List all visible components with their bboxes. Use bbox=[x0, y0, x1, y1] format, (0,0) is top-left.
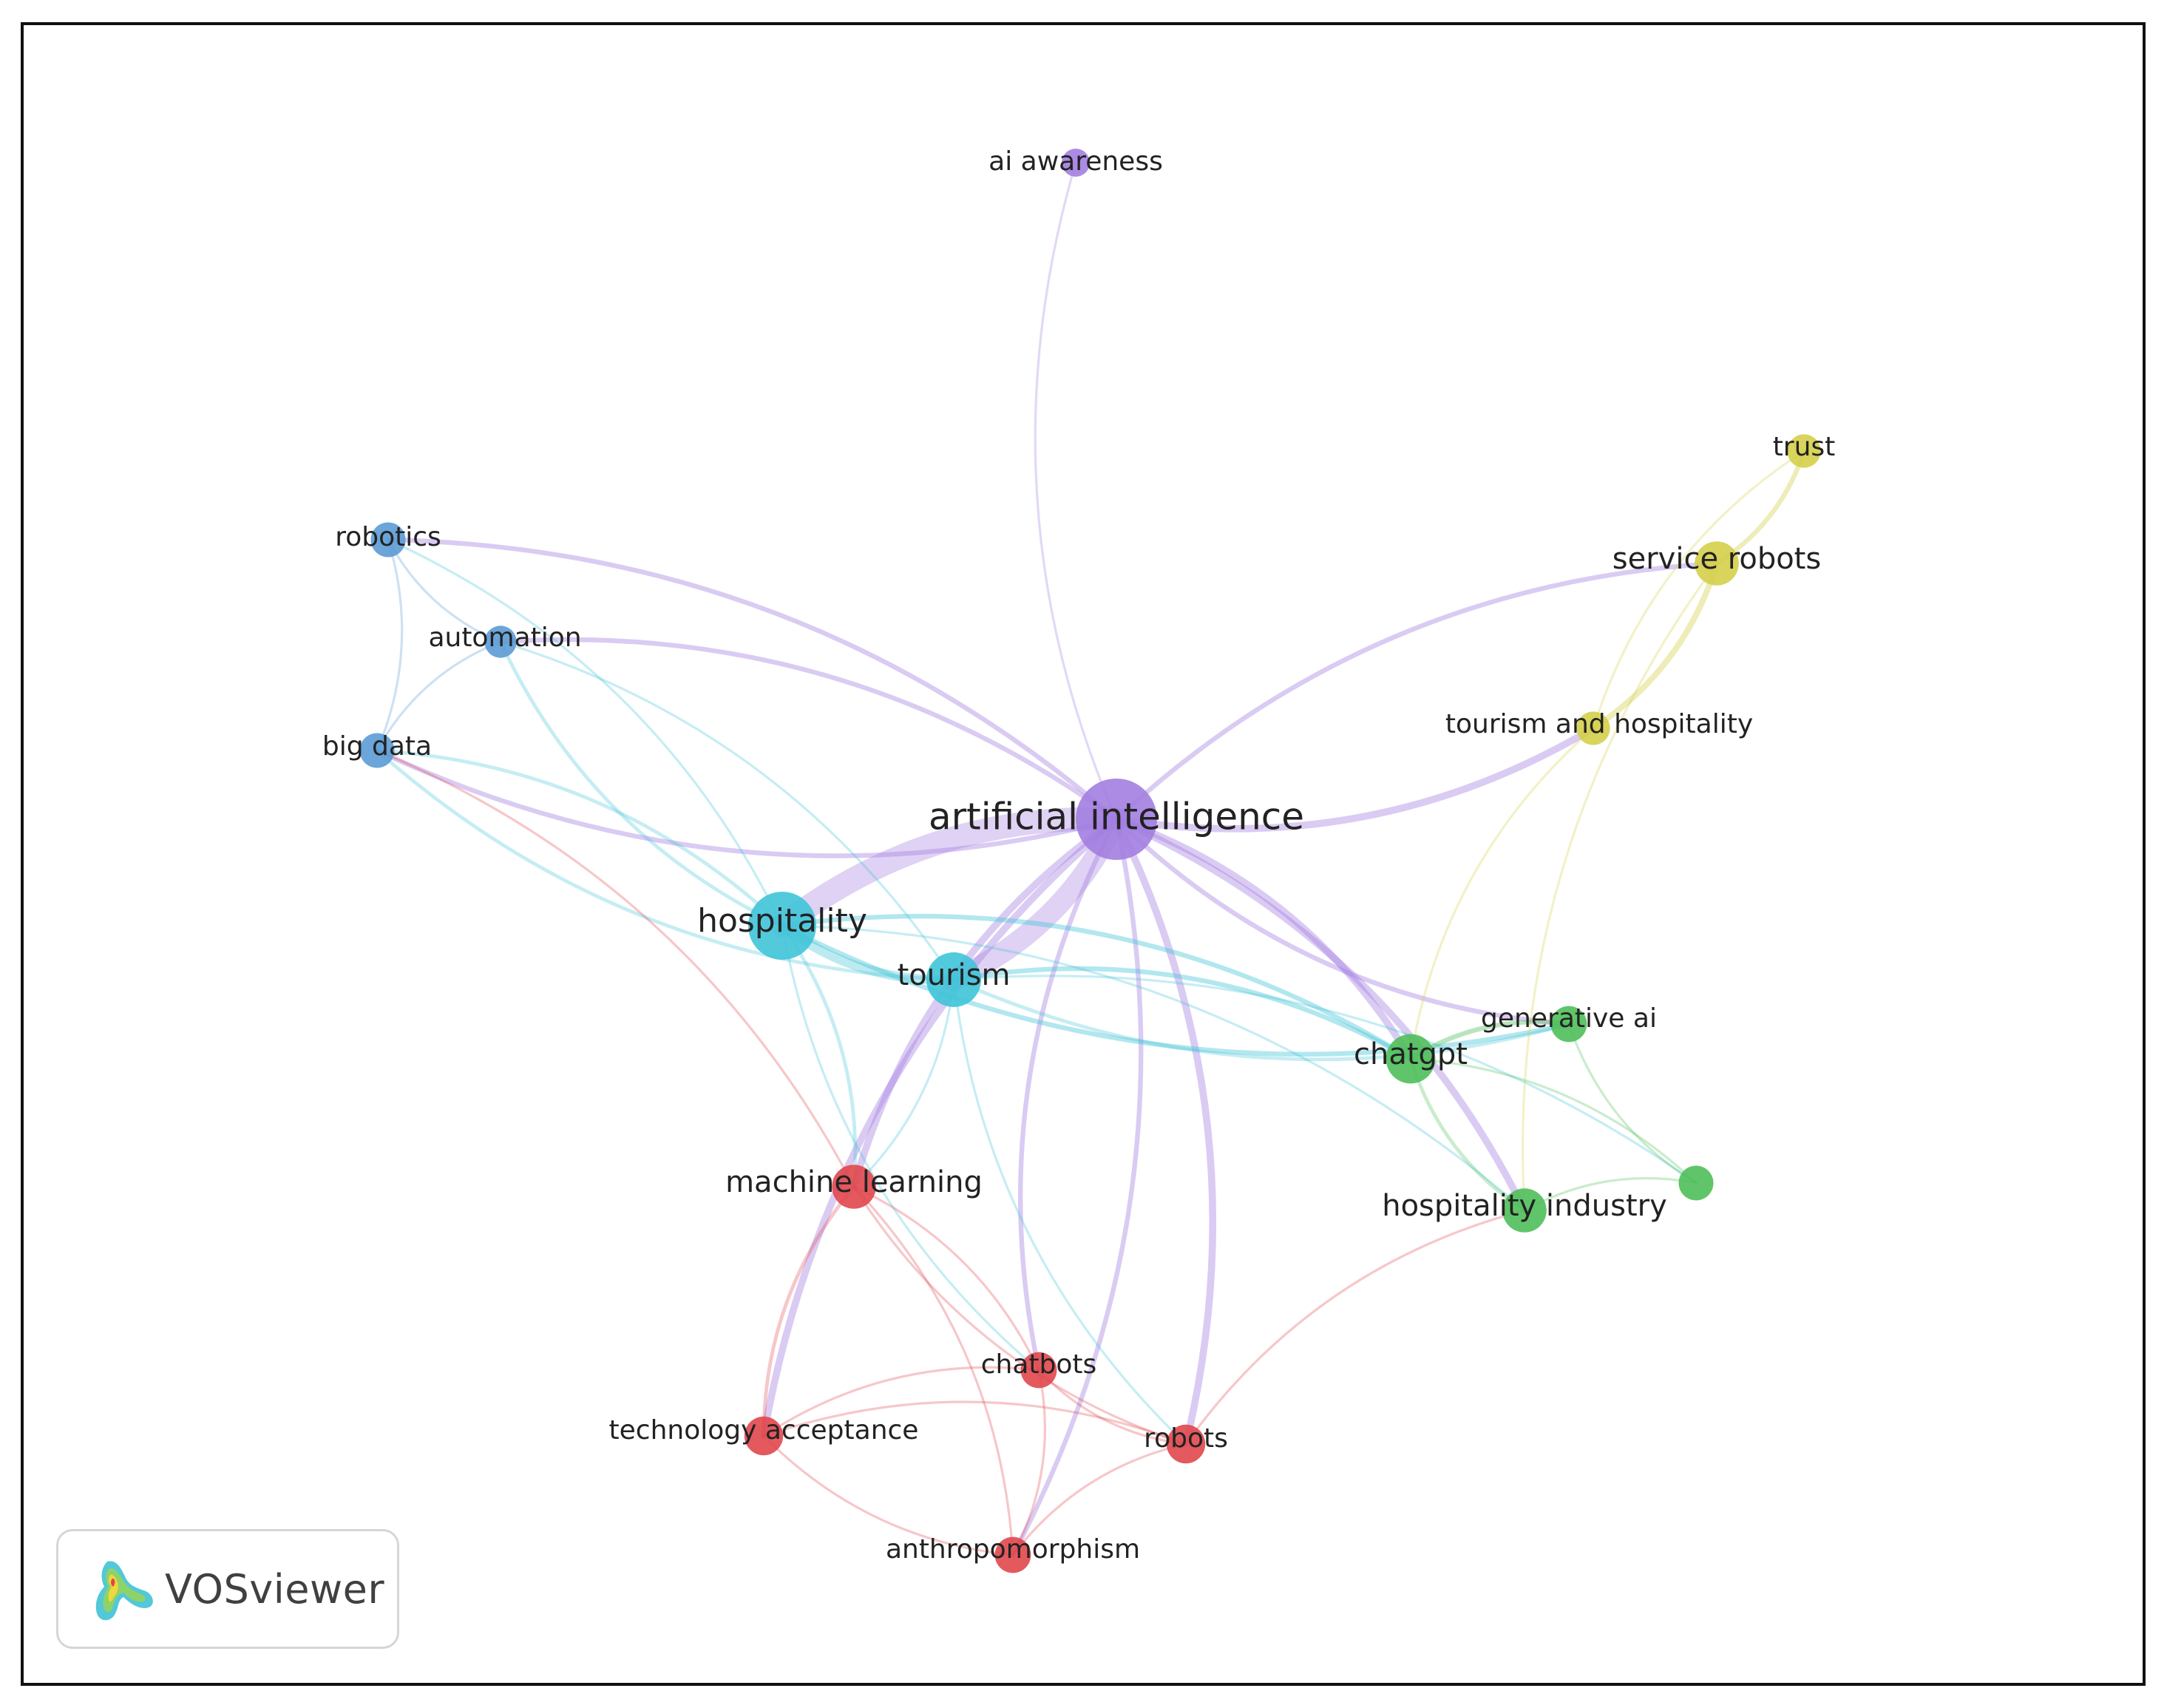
label-technology-acceptance[interactable]: technology acceptance bbox=[609, 1415, 919, 1446]
edge-artificial-intelligence-automation bbox=[498, 637, 1119, 822]
edge-hospitality-machine-learning bbox=[780, 924, 858, 1189]
edge-artificial-intelligence-chatbots bbox=[1018, 816, 1119, 1373]
edge-artificial-intelligence-ai-awareness bbox=[1034, 161, 1118, 821]
node-hospitality[interactable] bbox=[748, 892, 816, 960]
diagram-frame bbox=[21, 22, 2146, 1686]
node-robotics[interactable] bbox=[370, 522, 406, 558]
node-service-robots[interactable] bbox=[1695, 541, 1739, 586]
node-tourism-and-hospitality[interactable] bbox=[1576, 711, 1610, 745]
edge-artificial-intelligence-hospitality-industry bbox=[1113, 816, 1528, 1214]
edge-machine-learning-robots bbox=[852, 1185, 1187, 1446]
label-artificial-intelligence[interactable]: artificial intelligence bbox=[929, 796, 1304, 838]
edge-machine-learning-anthropomorphism bbox=[852, 1185, 1014, 1556]
edge-hospitality-automation bbox=[498, 640, 784, 928]
edge-generative-ai-unlabeled-green bbox=[1567, 1023, 1698, 1185]
edge-robotics-big-data bbox=[376, 538, 404, 752]
edge-artificial-intelligence-hospitality bbox=[770, 807, 1128, 938]
edge-chatbots-anthropomorphism bbox=[1011, 1369, 1046, 1556]
node-machine-learning[interactable] bbox=[832, 1165, 876, 1209]
edge-artificial-intelligence-service-robots bbox=[1113, 560, 1720, 822]
edge-hospitality-hospitality-industry bbox=[781, 924, 1526, 1212]
edge-chatgpt-hospitality-industry bbox=[1408, 1057, 1527, 1213]
node-robots[interactable] bbox=[1166, 1424, 1206, 1464]
edges-layer bbox=[374, 161, 1807, 1558]
node-anthropomorphism[interactable] bbox=[994, 1536, 1031, 1573]
edge-service-robots-tourism-and-hospitality bbox=[1590, 560, 1720, 731]
label-hospitality[interactable]: hospitality bbox=[697, 902, 867, 940]
node-ai-awareness[interactable] bbox=[1062, 149, 1090, 177]
label-big-data[interactable]: big data bbox=[322, 731, 432, 762]
edge-artificial-intelligence-technology-acceptance bbox=[760, 816, 1120, 1440]
label-machine-learning[interactable]: machine learning bbox=[725, 1165, 983, 1199]
edge-hospitality-chatbots bbox=[781, 924, 1040, 1372]
label-service-robots[interactable]: service robots bbox=[1612, 542, 1821, 576]
label-robots[interactable]: robots bbox=[1144, 1423, 1228, 1454]
edge-technology-acceptance-chatbots bbox=[762, 1366, 1040, 1437]
label-trust[interactable]: trust bbox=[1773, 432, 1836, 462]
node-chatbots[interactable] bbox=[1020, 1352, 1057, 1389]
vosviewer-logo: VOSviewer bbox=[56, 1529, 399, 1649]
label-chatgpt[interactable]: chatgpt bbox=[1354, 1037, 1468, 1071]
edge-robots-anthropomorphism bbox=[1011, 1443, 1187, 1556]
node-generative-ai[interactable] bbox=[1550, 1006, 1587, 1043]
edge-hospitality-generative-ai bbox=[779, 923, 1572, 1057]
edge-technology-acceptance-robots bbox=[762, 1400, 1187, 1446]
node-unlabeled-green[interactable] bbox=[1678, 1165, 1714, 1201]
label-anthropomorphism[interactable]: anthropomorphism bbox=[886, 1534, 1140, 1565]
edge-service-robots-hospitality-industry bbox=[1522, 562, 1718, 1212]
label-robotics[interactable]: robotics bbox=[335, 522, 441, 552]
edge-tourism-automation bbox=[499, 640, 955, 981]
edge-robots-hospitality-industry bbox=[1184, 1209, 1526, 1446]
label-generative-ai[interactable]: generative ai bbox=[1481, 1003, 1657, 1034]
node-trust[interactable] bbox=[1787, 434, 1821, 468]
edge-machine-learning-chatbots bbox=[852, 1185, 1040, 1372]
nodes-layer bbox=[359, 149, 1821, 1573]
edge-tourism-generative-ai bbox=[952, 977, 1571, 1062]
edge-tourism-machine-learning bbox=[852, 978, 955, 1188]
label-automation[interactable]: automation bbox=[428, 623, 581, 653]
edge-hospitality-chatgpt bbox=[779, 913, 1414, 1062]
edge-tourism-unlabeled-green bbox=[952, 975, 1698, 1185]
node-technology-acceptance[interactable] bbox=[744, 1416, 784, 1456]
edge-robotics-automation bbox=[387, 538, 502, 643]
node-chatgpt[interactable] bbox=[1386, 1034, 1436, 1084]
edge-tourism-and-hospitality-chatgpt bbox=[1409, 727, 1595, 1060]
edge-chatgpt-unlabeled-green bbox=[1409, 1057, 1698, 1185]
edge-tourism-chatgpt bbox=[951, 966, 1414, 1062]
edge-tourism-and-hospitality-trust bbox=[1592, 450, 1805, 730]
edge-hospitality-industry-unlabeled-green bbox=[1523, 1176, 1698, 1212]
label-tourism-and-hospitality[interactable]: tourism and hospitality bbox=[1445, 709, 1753, 739]
node-artificial-intelligence[interactable] bbox=[1076, 779, 1157, 860]
edge-hospitality-big-data bbox=[375, 748, 784, 928]
edge-tourism-big-data bbox=[375, 748, 956, 982]
edge-artificial-intelligence-generative-ai bbox=[1113, 816, 1572, 1027]
edge-chatbots-robots bbox=[1037, 1369, 1187, 1446]
node-big-data[interactable] bbox=[359, 733, 395, 768]
node-tourism[interactable] bbox=[926, 952, 981, 1007]
label-hospitality-industry[interactable]: hospitality industry bbox=[1382, 1189, 1667, 1223]
vosviewer-logo-text: VOSviewer bbox=[165, 1565, 385, 1613]
edge-hospitality-robotics bbox=[387, 538, 784, 927]
edge-tourism-robots bbox=[952, 978, 1187, 1446]
edge-artificial-intelligence-robots bbox=[1113, 816, 1217, 1448]
edge-artificial-intelligence-big-data bbox=[374, 748, 1119, 858]
label-tourism[interactable]: tourism bbox=[898, 958, 1011, 992]
label-ai-awareness[interactable]: ai awareness bbox=[988, 146, 1163, 177]
edge-artificial-intelligence-anthropomorphism bbox=[1010, 816, 1144, 1558]
edge-machine-learning-big-data bbox=[376, 749, 855, 1188]
edge-artificial-intelligence-chatgpt bbox=[1113, 816, 1414, 1063]
edge-technology-acceptance-anthropomorphism bbox=[762, 1434, 1014, 1556]
vosviewer-logo-icon bbox=[95, 1561, 153, 1621]
label-chatbots[interactable]: chatbots bbox=[981, 1349, 1097, 1380]
node-hospitality-industry[interactable] bbox=[1502, 1188, 1547, 1233]
labels-layer: artificial intelligence ai awareness hospi… bbox=[322, 146, 1835, 1565]
edge-automation-big-data bbox=[376, 640, 502, 752]
edge-machine-learning-technology-acceptance bbox=[762, 1185, 856, 1438]
edge-artificial-intelligence-robotics bbox=[385, 537, 1119, 822]
edge-artificial-intelligence-tourism-and-hospitality bbox=[1113, 725, 1597, 833]
node-automation[interactable] bbox=[484, 626, 517, 658]
